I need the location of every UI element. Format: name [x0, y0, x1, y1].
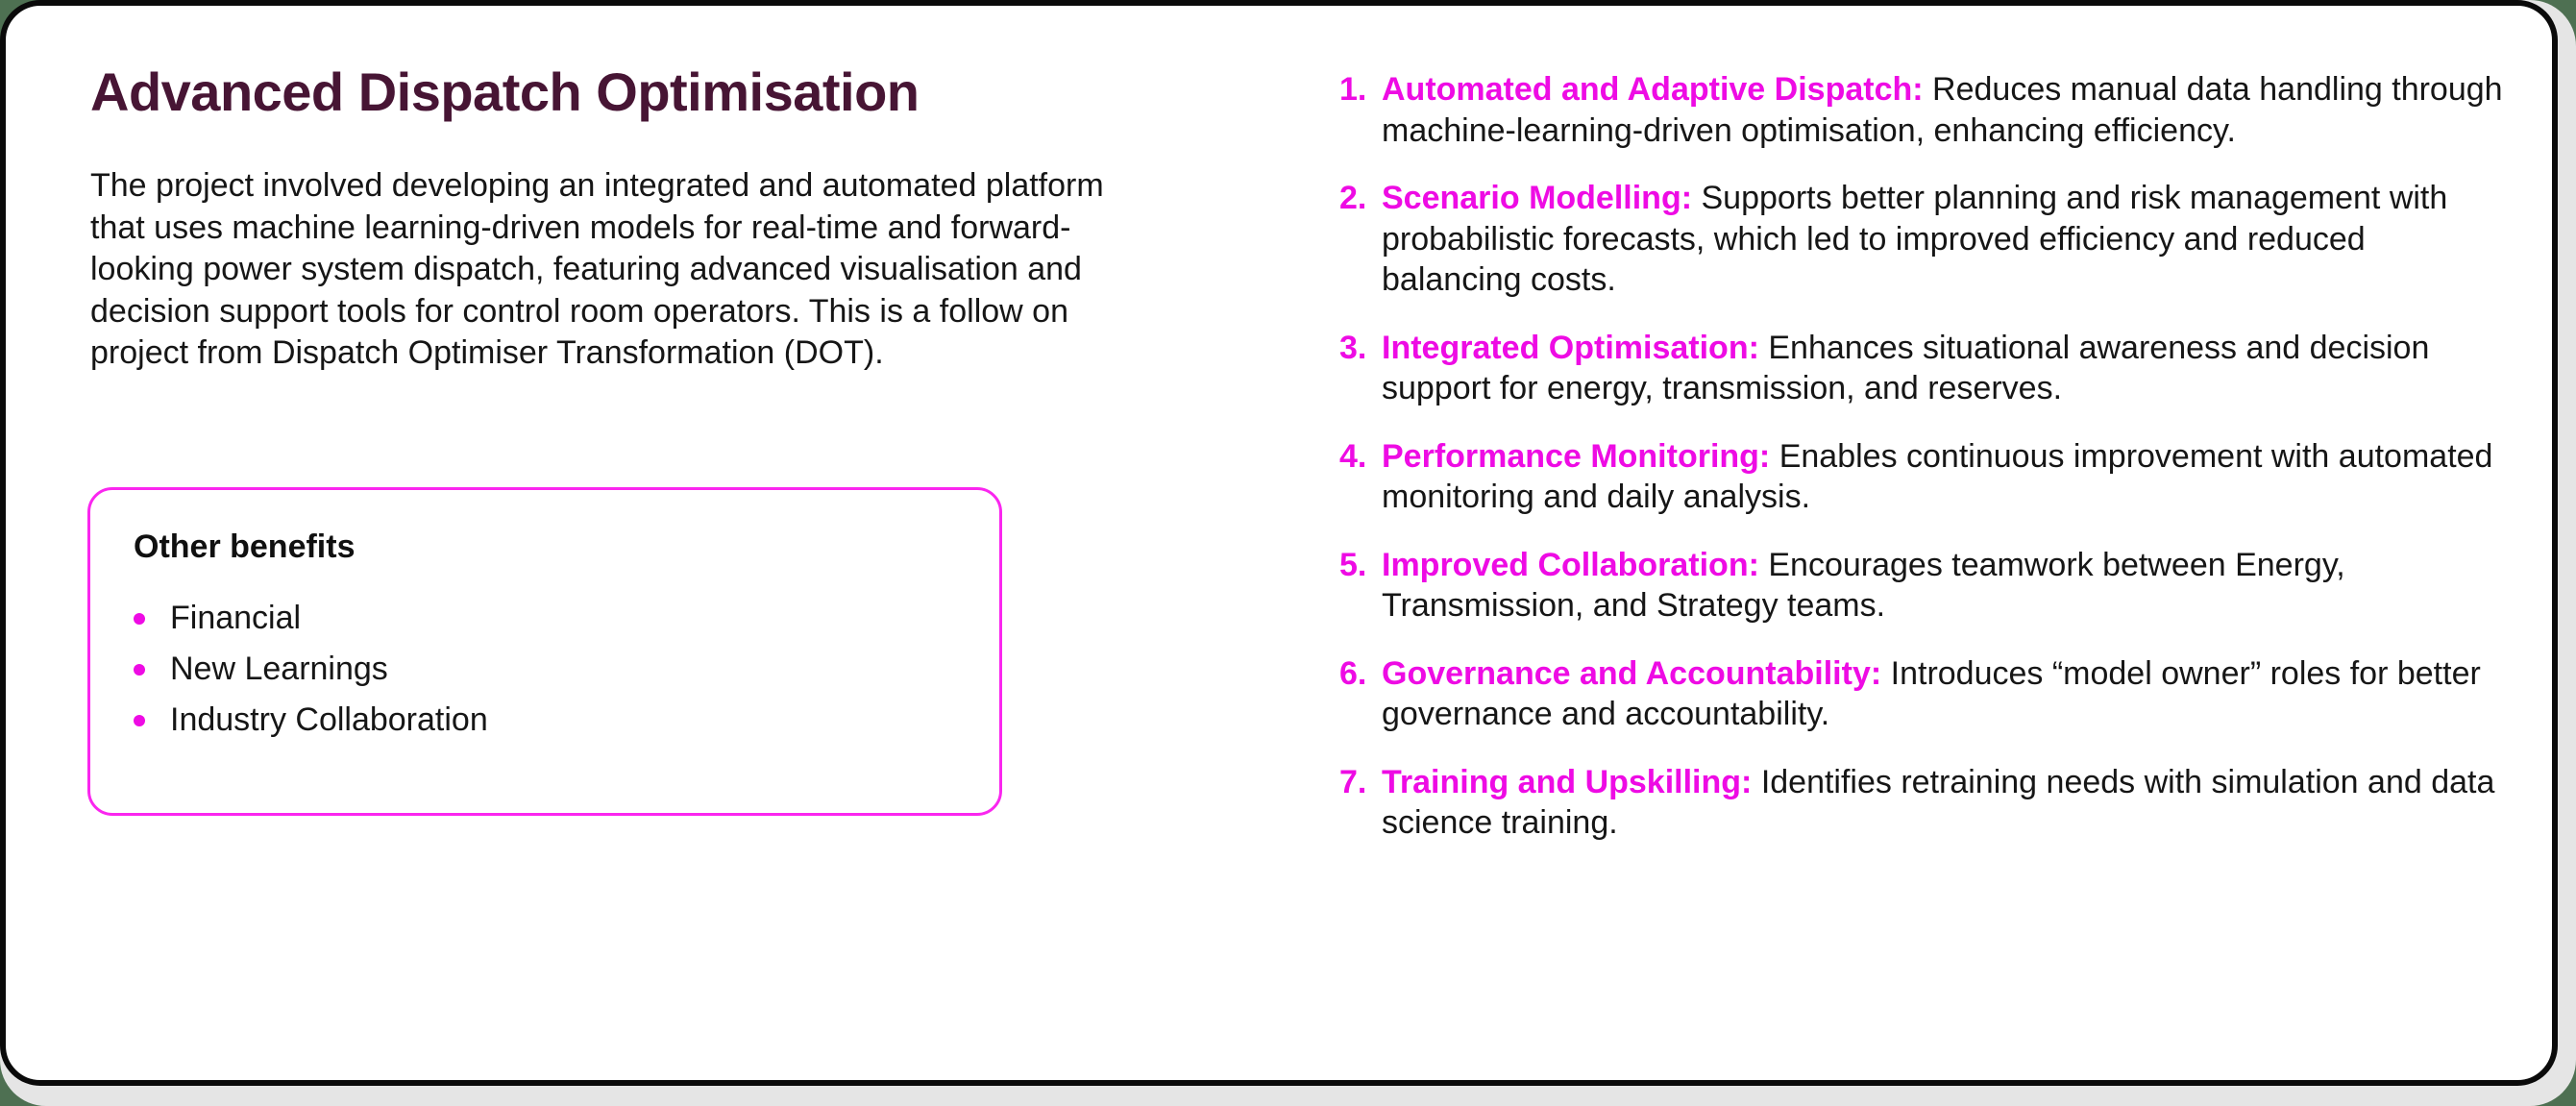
item-number: 3. — [1339, 329, 1367, 366]
intro-paragraph: The project involved developing an integ… — [90, 167, 1104, 371]
item-lead-label: Automated and Adaptive Dispatch: — [1382, 71, 1924, 108]
benefit-list-item: New Learnings — [134, 644, 956, 695]
left-column: Advanced Dispatch Optimisation The proje… — [90, 60, 1176, 375]
item-lead-label: Scenario Modelling: — [1382, 180, 1693, 216]
item-number: 7. — [1339, 763, 1367, 800]
item-lead-label: Integrated Optimisation: — [1382, 329, 1759, 366]
item-text: Enables continuous improvement with auto… — [1382, 437, 2493, 516]
item-lead-label: Performance Monitoring: — [1382, 437, 1771, 475]
item-body: Improved Collaboration: Encourages teamw… — [1382, 545, 2507, 627]
item-number: 2. — [1339, 180, 1367, 216]
benefits-heading: Other benefits — [134, 528, 356, 565]
item-text: Enhances situational awareness and decis… — [1382, 329, 2430, 407]
item-lead-label: Governance and Accountability: — [1382, 654, 1882, 692]
benefit-label: New Learnings — [170, 651, 388, 687]
right-column: 1. Automated and Adaptive Dispatch: Reduc… — [1339, 69, 2507, 871]
numbered-list-item: 4. Performance Monitoring: Enables contin… — [1339, 436, 2507, 518]
numbered-list-item: 2. Scenario Modelling: Supports better pl… — [1339, 178, 2507, 301]
item-text: Introduces “model owner” roles for bette… — [1382, 654, 2481, 733]
benefit-label: Industry Collaboration — [170, 701, 488, 738]
item-number: 1. — [1339, 71, 1367, 108]
item-text: Supports better planning and risk manage… — [1382, 180, 2448, 298]
item-body: Integrated Optimisation: Enhances situat… — [1382, 328, 2507, 409]
numbered-list-item: 3. Integrated Optimisation: Enhances situ… — [1339, 328, 2507, 409]
benefit-label: Financial — [170, 600, 302, 636]
bullet-dot-icon — [134, 663, 145, 676]
item-body: Performance Monitoring: Enables continuo… — [1382, 436, 2507, 518]
item-text: Encourages teamwork between Energy, Tran… — [1382, 546, 2345, 625]
numbered-list-item: 1. Automated and Adaptive Dispatch: Reduc… — [1339, 69, 2507, 151]
item-body: Automated and Adaptive Dispatch: Reduces… — [1382, 69, 2507, 151]
item-body: Training and Upskilling: Identifies retr… — [1382, 762, 2507, 844]
bullet-dot-icon — [134, 714, 145, 726]
benefit-list-item: Financial — [134, 593, 956, 644]
slide-card: Advanced Dispatch Optimisation The proje… — [0, 0, 2558, 1086]
item-text: Reduces manual data handling through mac… — [1382, 71, 2503, 149]
item-number: 5. — [1339, 546, 1367, 583]
numbered-list-item: 7. Training and Upskilling: Identifies re… — [1339, 762, 2507, 844]
benefit-list-item: Industry Collaboration — [134, 695, 956, 746]
numbered-list-item: 6. Governance and Accountability: Introdu… — [1339, 653, 2507, 735]
item-number: 6. — [1339, 654, 1367, 692]
numbered-list-item: 5. Improved Collaboration: Encourages tea… — [1339, 545, 2507, 627]
item-body: Governance and Accountability: Introduce… — [1382, 653, 2507, 735]
item-text: Identifies retraining needs with simulat… — [1382, 763, 2495, 842]
numbered-list: 1. Automated and Adaptive Dispatch: Reduc… — [1339, 69, 2507, 844]
item-lead-label: Improved Collaboration: — [1382, 546, 1759, 583]
page-title: Advanced Dispatch Optimisation — [90, 61, 920, 122]
item-lead-label: Training and Upskilling: — [1382, 763, 1753, 800]
bullet-dot-icon — [134, 612, 145, 625]
item-number: 4. — [1339, 437, 1367, 475]
item-body: Scenario Modelling: Supports better plan… — [1382, 178, 2507, 301]
